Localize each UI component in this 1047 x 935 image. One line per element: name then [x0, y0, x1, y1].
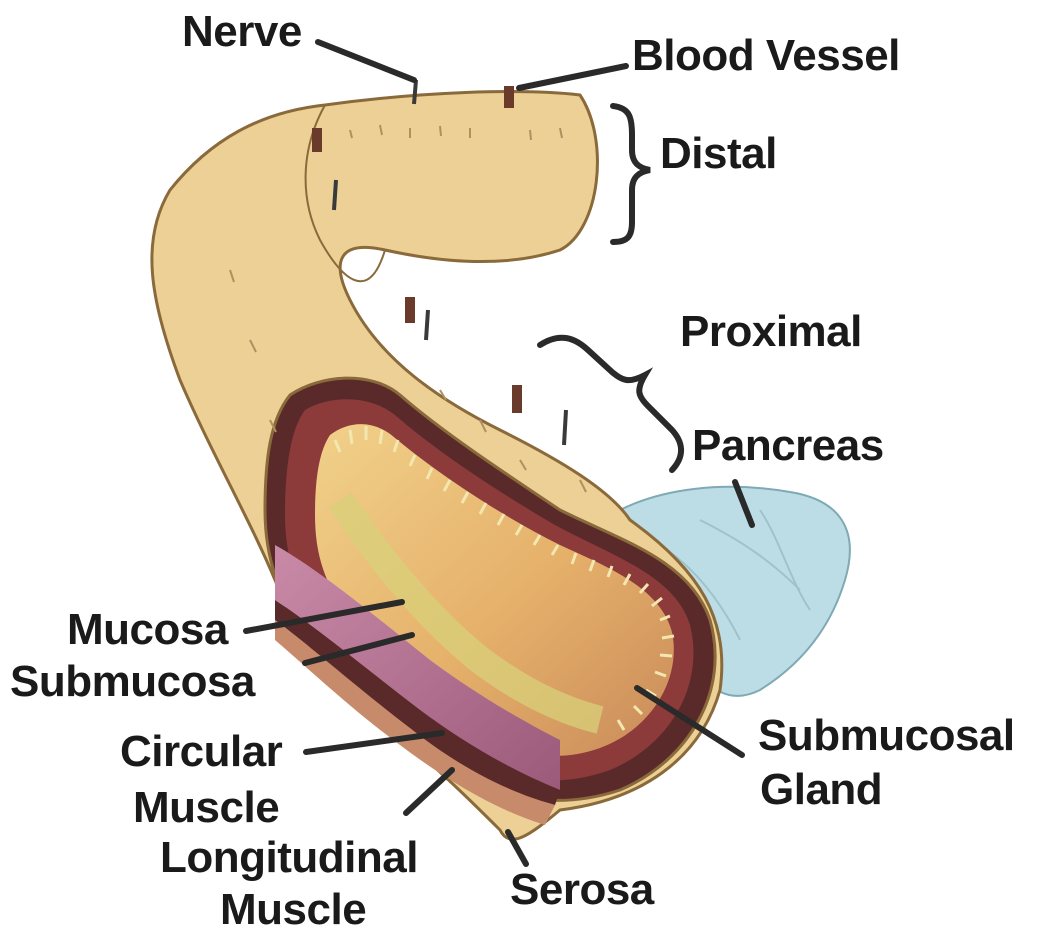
label-submucosal-gland-line1: Submucosal	[758, 714, 1015, 758]
label-longitudinal-muscle-line1: Longitudinal	[160, 836, 418, 880]
label-pancreas: Pancreas	[692, 424, 884, 468]
label-submucosa: Submucosa	[10, 660, 255, 704]
proximal-brace	[540, 338, 681, 470]
label-blood-vessel: Blood Vessel	[632, 34, 900, 78]
label-proximal: Proximal	[680, 310, 862, 354]
label-circular-muscle-line1: Circular	[120, 730, 282, 774]
blood-vessel-stub-top	[504, 86, 514, 108]
label-nerve: Nerve	[182, 10, 302, 54]
distal-brace	[613, 106, 650, 242]
label-serosa: Serosa	[510, 868, 654, 912]
vessel-stub-2	[405, 297, 415, 323]
label-distal: Distal	[660, 132, 777, 176]
nerve-stub-top	[414, 80, 416, 104]
nerve-stub-3	[564, 410, 566, 445]
nerve-stub-2	[426, 310, 428, 340]
nerve-leader	[318, 42, 414, 80]
vessel-stub-3	[512, 385, 522, 413]
label-submucosal-gland-line2: Gland	[760, 768, 882, 812]
vessel-stub-1	[312, 128, 322, 152]
nerve-stub-1	[334, 180, 336, 210]
blood-vessel-leader	[519, 66, 626, 88]
longitudinal-muscle-leader	[406, 770, 452, 813]
label-mucosa: Mucosa	[67, 608, 228, 652]
label-circular-muscle-line2: Muscle	[133, 786, 279, 830]
label-longitudinal-muscle-line2: Muscle	[220, 888, 366, 932]
